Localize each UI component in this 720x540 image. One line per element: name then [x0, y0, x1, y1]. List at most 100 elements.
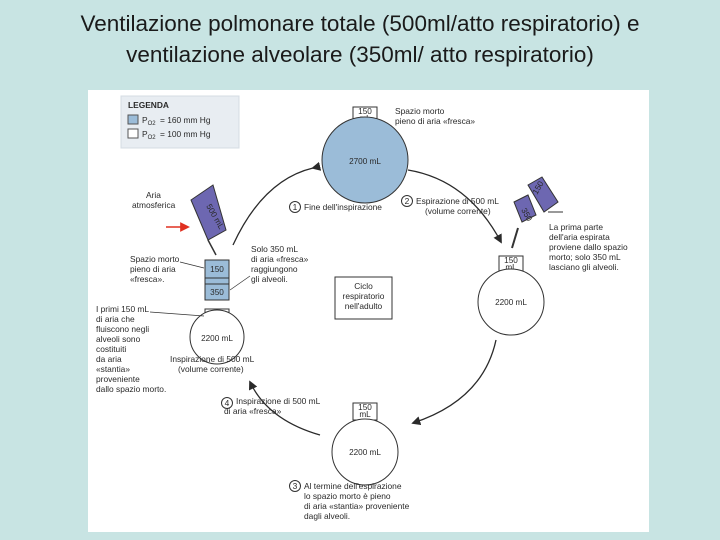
right-note-line-5: lasciano gli alveoli. — [549, 262, 619, 272]
only350-line-3: raggiungono — [251, 264, 298, 274]
dead-left-line-3: «fresca». — [130, 274, 164, 284]
left-segment-top-value: 150 — [210, 265, 224, 274]
atm-label-line-2: atmosferica — [132, 200, 176, 210]
arrow-bottom-left — [249, 380, 321, 436]
legend-swatch-stale — [127, 128, 139, 139]
cycle-label-line-3: nell'adulto — [345, 301, 383, 311]
cycle-label-line-1: Ciclo — [354, 281, 373, 291]
right-note-line-4: morto; solo 350 mL — [549, 252, 621, 262]
bottom-lung-circle — [331, 418, 399, 486]
cycle-arrows — [232, 161, 502, 436]
left-segment-mid-value: 350 — [210, 288, 224, 297]
insp500-line-2: (volume corrente) — [178, 364, 244, 374]
right-syringe: 150 350 — [511, 176, 563, 249]
top-lung-circle — [321, 116, 409, 204]
bottom-dead-space-unit: mL — [359, 410, 371, 419]
legend-item-1-value: = 160 mm Hg — [160, 115, 211, 125]
only350-leader — [229, 275, 251, 291]
first150-leader — [149, 311, 205, 317]
top-lung: 150 mL 2700 mL Spazio morto pieno di ari… — [321, 106, 475, 204]
bottom-dead-space-value: 150 — [358, 403, 372, 412]
step-3-line-2: lo spazio morto è pieno — [304, 491, 391, 501]
first150-line-3: fluiscono negli — [96, 324, 149, 334]
step-3-line-4: dagli alveoli. — [304, 511, 350, 521]
left-lung-volume: 2200 mL — [201, 334, 233, 343]
title-line-1: Ventilazione polmonare totale (500ml/att… — [80, 11, 640, 36]
first150-line-6: da aria — [96, 354, 122, 364]
right-note: La prima parte dell'aria espirata provie… — [549, 222, 628, 272]
step-4-marker — [221, 397, 233, 409]
step-4-line-1: Inspirazione di 500 mL — [236, 396, 321, 406]
step-4-number: 4 — [225, 398, 230, 408]
first150-line-9: dallo spazio morto. — [96, 384, 166, 394]
top-lung-volume: 2700 mL — [349, 157, 381, 166]
left-dead-space-note: Spazio morto pieno di aria «fresca». — [130, 254, 205, 284]
step-1-text: Fine dell'inspirazione — [304, 202, 382, 212]
right-syringe-body — [527, 176, 559, 213]
bottom-lung-volume: 2200 mL — [349, 448, 381, 457]
dead-left-line-2: pieno di aria — [130, 264, 176, 274]
left-lung-circle — [189, 309, 245, 365]
right-lung-circle — [477, 268, 545, 336]
right-note-line-3: proviene dallo spazio — [549, 242, 628, 252]
first150-line-7: «stantia» — [96, 364, 130, 374]
legend-box — [120, 95, 240, 149]
only350-line-1: Solo 350 mL — [251, 244, 298, 254]
legend: LEGENDA PO2 = 160 mm Hg PO2 = 100 mm Hg — [120, 95, 240, 149]
legend-item-2-symbol: PO2 — [142, 129, 156, 141]
slide-title: Ventilazione polmonare totale (500ml/att… — [0, 8, 720, 70]
step-3-number: 3 — [293, 481, 298, 491]
top-note-line-2: pieno di aria «fresca» — [395, 116, 475, 126]
bottom-lung: 150 mL 2200 mL — [331, 402, 399, 486]
top-dead-space-value: 150 — [358, 107, 372, 116]
left-trachea-upper — [204, 277, 230, 285]
left-lung: 150 350 150 2200 mL — [189, 259, 245, 365]
only350-line-4: gli alveoli. — [251, 274, 288, 284]
left-segment-mid — [204, 283, 230, 301]
title-line-2: ventilazione alveolare (350ml/ atto resp… — [126, 42, 594, 67]
top-note-line-1: Spazio morto — [395, 106, 445, 116]
dead-left-leader — [179, 261, 205, 269]
step-3-marker — [289, 480, 301, 492]
arrow-bottom-right — [411, 339, 497, 426]
legend-heading: LEGENDA — [128, 100, 169, 110]
right-syringe-body-2 — [513, 194, 537, 223]
right-note-line-2: dell'aria espirata — [549, 232, 610, 242]
arrow-top-right — [407, 169, 502, 244]
step-2-marker — [401, 195, 413, 207]
step-3-line-1: Al termine dell'espirazione — [304, 481, 402, 491]
first-150-note: I primi 150 mL di aria che fluiscono neg… — [96, 304, 205, 394]
legend-item-2-value: = 100 mm Hg — [160, 129, 211, 139]
first150-line-1: I primi 150 mL — [96, 304, 149, 314]
right-syringe-tube — [511, 227, 519, 249]
step-2-line-2: (volume corrente) — [425, 206, 491, 216]
only350-line-2: di aria «fresca» — [251, 254, 309, 264]
legend-item-1-symbol: PO2 — [142, 115, 156, 127]
legend-swatch-fresh — [127, 114, 139, 125]
arrow-top-left — [232, 161, 322, 246]
respiratory-cycle-figure: LEGENDA PO2 = 160 mm Hg PO2 = 100 mm Hg … — [88, 90, 649, 532]
right-dead-space-unit: mL — [505, 263, 517, 272]
right-lung: 150 mL 2200 mL — [477, 255, 545, 336]
first150-line-4: alveoli sono — [96, 334, 141, 344]
left-syringe-tube — [207, 239, 217, 256]
step-2-line-1: Espirazione di 500 mL — [416, 196, 499, 206]
step-3-line-3: di aria «stantia» proveniente — [304, 501, 410, 511]
cycle-label-line-2: respiratorio — [343, 291, 385, 301]
step-2-number: 2 — [405, 196, 410, 206]
inspiration-note: Inspirazione di 500 mL (volume corrente) — [170, 354, 255, 374]
only-350-note: Solo 350 mL di aria «fresca» raggiungono… — [229, 244, 309, 291]
first150-line-8: proveniente — [96, 374, 140, 384]
dead-left-line-1: Spazio morto — [130, 254, 180, 264]
right-note-line-1: La prima parte — [549, 222, 603, 232]
step-1-number: 1 — [293, 202, 298, 212]
step-4-line-2: di aria «fresca» — [224, 406, 282, 416]
respiratory-cycle-diagram: LEGENDA PO2 = 160 mm Hg PO2 = 100 mm Hg … — [96, 95, 628, 521]
cycle-center-rect — [334, 276, 393, 320]
cycle-center-box: Ciclo respiratorio nell'adulto — [334, 276, 393, 320]
first150-line-2: di aria che — [96, 314, 135, 324]
atm-label-line-1: Aria — [146, 190, 161, 200]
left-syringe-body — [190, 184, 227, 241]
step-1-marker — [289, 201, 301, 213]
left-syringe: 500 mL Aria atmosferica — [132, 184, 227, 256]
